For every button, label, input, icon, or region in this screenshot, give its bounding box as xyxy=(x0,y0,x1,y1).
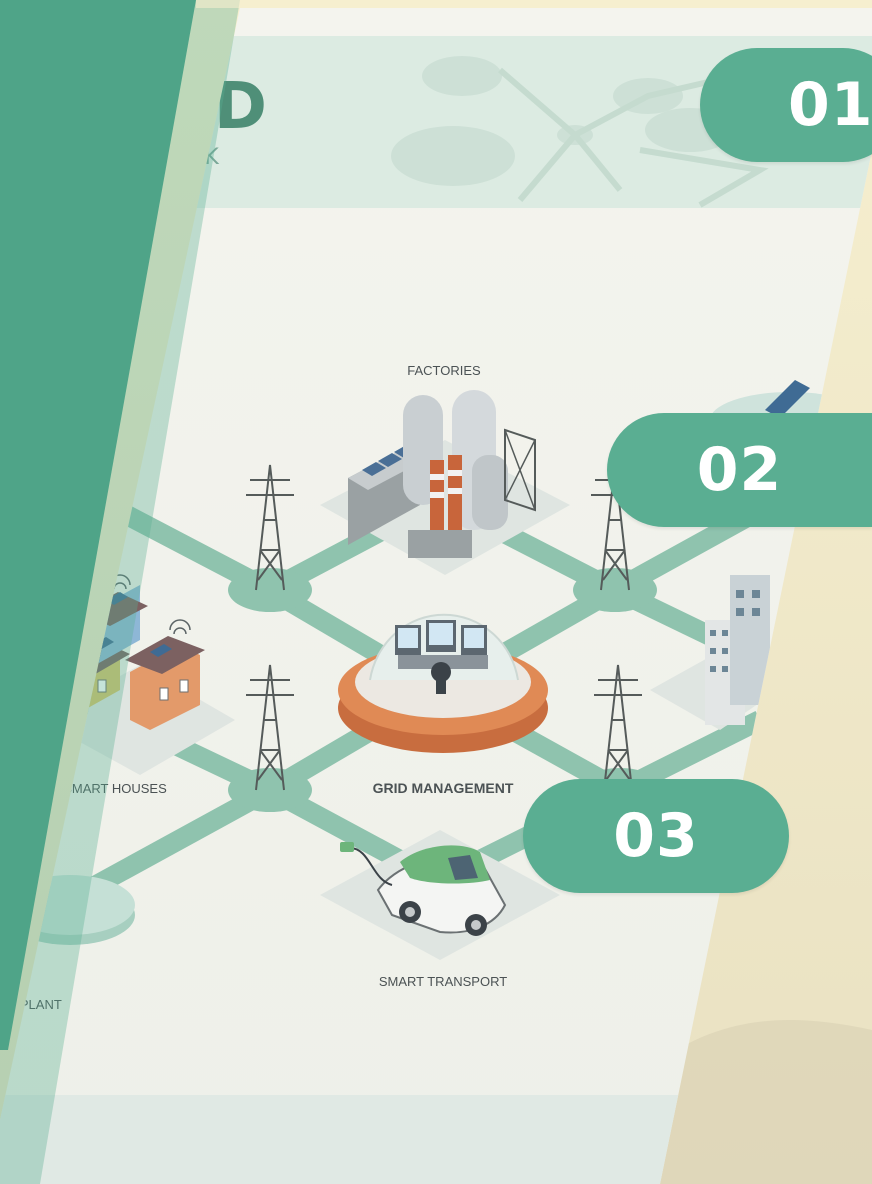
background-hills xyxy=(650,1020,872,1184)
grid-management-dome xyxy=(338,613,548,753)
label-smart-houses: SMART HOUSES xyxy=(63,781,167,796)
label-factories: FACTORIES xyxy=(407,363,481,378)
label-smart-transport: SMART TRANSPORT xyxy=(379,974,507,989)
step-badge-03: 03 xyxy=(523,779,789,893)
smart-transport-tile xyxy=(320,830,560,960)
smart-buildings-tile xyxy=(650,575,800,730)
step-badge-01: 01 xyxy=(700,48,872,162)
step-badge-02-label: 02 xyxy=(696,435,783,505)
step-badge-02: 02 xyxy=(607,413,872,527)
green-side-panel xyxy=(0,0,196,1050)
step-badge-03-label: 03 xyxy=(613,801,699,871)
label-grid-management: GRID MANAGEMENT xyxy=(373,780,514,796)
factories-tile xyxy=(320,390,570,575)
step-badge-01-label: 01 xyxy=(788,70,872,140)
